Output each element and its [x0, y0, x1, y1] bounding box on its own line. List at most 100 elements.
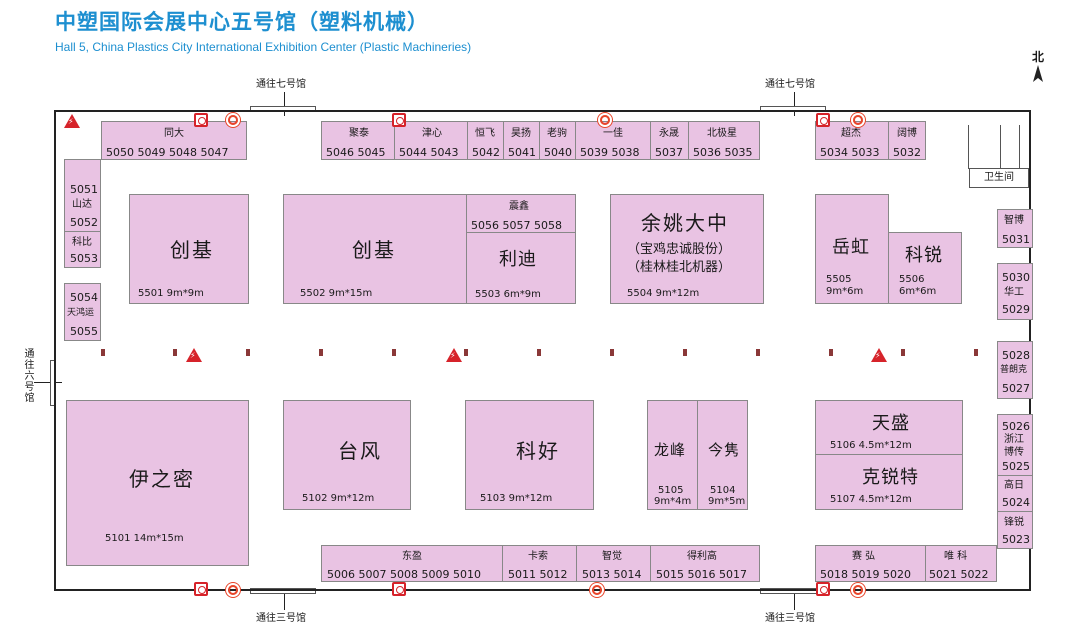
map-subtitle: Hall 5, China Plastics City Internationa…: [55, 40, 472, 54]
booth-saihong[interactable]: 赛 弘 5018 5019 5020: [815, 545, 926, 582]
booth-5506[interactable]: 科锐 5506 6m*6m: [888, 232, 962, 304]
booth-delegao[interactable]: 得利高 5015 5016 5017: [650, 545, 760, 582]
booth-5501[interactable]: 创基 5501 9m*9m: [129, 194, 249, 304]
booth-label: 5503 6m*9m: [475, 289, 541, 300]
electric-hazard-icon: [186, 348, 202, 362]
booth-5046[interactable]: 聚泰 5046 5045: [321, 121, 395, 160]
booth-name: 浙江: [1004, 434, 1024, 445]
booth-zhijue[interactable]: 智觉 5013 5014: [576, 545, 651, 582]
booth-label: 5102 9m*12m: [302, 493, 375, 504]
pillar: [829, 349, 833, 356]
booth-5028-5027[interactable]: 5028 普朗克 5027: [997, 341, 1033, 399]
booth-5024[interactable]: 高日 5024: [997, 475, 1033, 512]
booth-number: 5029: [1002, 303, 1030, 316]
booth-name: 一佳: [603, 128, 623, 139]
exit-label-left: 通往六号馆: [22, 348, 33, 403]
booth-subtitle: （宝鸡忠诚股份）: [627, 242, 732, 257]
booth-5036[interactable]: 北极星 5036 5035: [688, 121, 760, 160]
booth-name: 震鑫: [509, 201, 529, 212]
booth-name: 创基: [352, 238, 396, 262]
booth-5023[interactable]: 锋锐 5023: [997, 511, 1033, 549]
booth-5039[interactable]: 一佳 5039 5038: [575, 121, 651, 160]
booth-name: 津心: [422, 128, 442, 139]
booth-number: 5052: [70, 216, 98, 229]
fire-extinguisher-icon: [392, 582, 406, 596]
booth-5030-5029[interactable]: 5030 华工 5029: [997, 263, 1033, 320]
toilet-label: 卫生间: [969, 168, 1029, 188]
booth-name: 智博: [1004, 215, 1024, 226]
booth-5054-5055[interactable]: 5054 天鸿运 5055: [64, 283, 101, 341]
exit-path-bottom-right: [794, 588, 795, 610]
booth-name: 赛 弘: [852, 551, 876, 562]
booth-5040[interactable]: 老驹 5040: [539, 121, 576, 160]
booth-5032[interactable]: 阔博 5032: [888, 121, 926, 160]
booth-5105[interactable]: 龙峰 5105 9m*4m: [647, 400, 698, 510]
booth-numbers: 5050 5049 5048 5047: [106, 146, 229, 159]
booth-5101[interactable]: 伊之密 5101 14m*15m: [66, 400, 249, 566]
booth-numbers: 5044 5043: [399, 146, 459, 159]
booth-name: 北极星: [707, 128, 737, 139]
booth-name: 克锐特: [862, 467, 919, 488]
booth-number: 5030: [1002, 271, 1030, 284]
booth-name: 东盈: [402, 551, 422, 562]
booth-5106[interactable]: 天盛 5106 4.5m*12m: [815, 400, 963, 455]
pillar: [464, 349, 468, 356]
booth-name: 山达: [72, 199, 92, 210]
booth-5037[interactable]: 永晟 5037: [650, 121, 689, 160]
booth-number: 5025: [1002, 460, 1030, 473]
booth-5041[interactable]: 昊扬 5041: [503, 121, 540, 160]
booth-name: 老驹: [547, 128, 567, 139]
electric-hazard-icon: [446, 348, 462, 362]
booth-5026-5025[interactable]: 5026 浙江 博传 5025: [997, 414, 1033, 476]
booth-name: 科锐: [905, 245, 943, 266]
exit-label-top-right: 通往七号馆: [765, 79, 815, 90]
booth-label: 5504 9m*12m: [627, 288, 700, 299]
fire-hydrant-icon: [600, 115, 610, 125]
exit-path-top-right: [794, 92, 795, 116]
fire-hydrant-icon: [228, 585, 238, 595]
booth-5034[interactable]: 超杰 5034 5033: [815, 121, 889, 160]
toilet-wall: [1000, 125, 1020, 169]
exit-label-top-left: 通往七号馆: [256, 79, 306, 90]
booth-name: 阔博: [897, 128, 917, 139]
booth-5044[interactable]: 津心 5044 5043: [394, 121, 468, 160]
booth-kasuo[interactable]: 卡索 5011 5012: [502, 545, 577, 582]
booth-5102[interactable]: 台风 5102 9m*12m: [283, 400, 411, 510]
booth-numbers: 5006 5007 5008 5009 5010: [327, 568, 481, 581]
booth-numbers: 5056 5057 5058: [471, 219, 562, 232]
pillar: [974, 349, 978, 356]
booth-5104[interactable]: 今隽 5104 9m*5m: [697, 400, 748, 510]
booth-5042[interactable]: 恒飞 5042: [467, 121, 504, 160]
booth-5056-5058[interactable]: 震鑫 5056 5057 5058: [466, 194, 576, 233]
booth-size: 6m*6m: [899, 286, 937, 297]
booth-5107[interactable]: 克锐特 5107 4.5m*12m: [815, 454, 963, 510]
booth-label: 5502 9m*15m: [300, 288, 373, 299]
booth-5103[interactable]: 科好 5103 9m*12m: [465, 400, 594, 510]
north-arrow-icon: [1033, 65, 1043, 82]
booth-dongying[interactable]: 东盈 5006 5007 5008 5009 5010: [321, 545, 503, 582]
booth-name: 高日: [1004, 480, 1024, 491]
map-title: 中塑国际会展中心五号馆（塑料机械）: [55, 10, 429, 34]
booth-number: 5032: [893, 146, 921, 159]
booth-number: 5028: [1002, 349, 1030, 362]
booth-5504[interactable]: 余姚大中 （宝鸡忠诚股份） （桂林桂北机器） 5504 9m*12m: [610, 194, 764, 304]
pillar: [683, 349, 687, 356]
booth-5505[interactable]: 岳虹 5505 9m*6m: [815, 194, 889, 304]
exit-path-top-left: [284, 92, 285, 116]
booth-numbers: 5015 5016 5017: [656, 568, 747, 581]
north-label: 北: [1031, 50, 1044, 64]
exit-path-bottom-left: [284, 588, 285, 610]
booth-name: 天鸿运: [67, 308, 95, 318]
booth-number: 5037: [655, 146, 683, 159]
booth-number: 5506: [899, 274, 925, 285]
booth-group-tongda[interactable]: 同大 5050 5049 5048 5047: [101, 121, 247, 160]
booth-5053[interactable]: 科比 5053: [64, 231, 101, 268]
booth-weike[interactable]: 唯 科 5021 5022: [925, 545, 997, 582]
booth-5502[interactable]: 创基 5502 9m*15m: [283, 194, 467, 304]
fire-extinguisher-icon: [194, 113, 208, 127]
booth-5051-5052[interactable]: 5051 山达 5052: [64, 159, 101, 232]
booth-5503[interactable]: 利迪 5503 6m*9m: [466, 232, 576, 304]
booth-5031[interactable]: 智博 5031: [997, 209, 1033, 248]
booth-numbers: 5021 5022: [929, 568, 989, 581]
booth-name: 余姚大中: [641, 211, 729, 235]
